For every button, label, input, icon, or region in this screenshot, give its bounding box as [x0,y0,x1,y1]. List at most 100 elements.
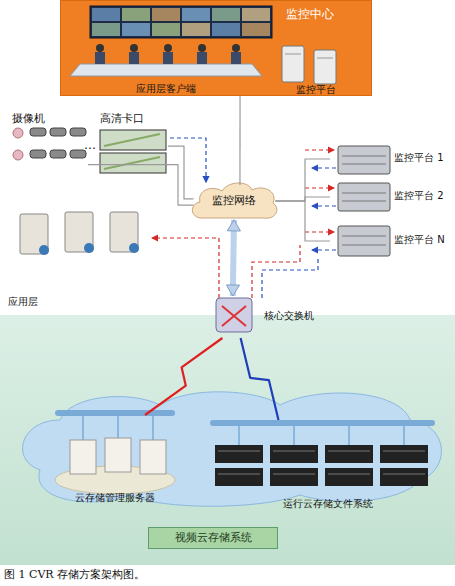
video-wall-part [122,23,150,36]
video-wall-part [92,23,120,36]
management-servers [55,438,175,494]
node-label: 运行云存储文件系统 [205,498,450,511]
video-wall-part [212,8,240,21]
app-servers-part [129,243,139,253]
camera-icons-part [70,150,86,158]
checkpoint-images-part [104,157,160,169]
checkpoint-images-part [100,130,166,150]
operator-desk [70,44,262,76]
platform-servers [338,146,390,256]
management-servers-part [105,438,131,472]
platform-servers-part [342,236,386,237]
management-servers-part [140,440,166,474]
storage-cloud-part [210,420,435,426]
node-label: 监控网络 [188,194,280,208]
operator-desk-part [197,52,207,64]
connector-line [239,96,240,185]
connector-line [168,146,194,199]
ellipsis-mark: … [84,138,98,153]
connector-line [88,165,194,206]
app-servers-part [65,212,93,252]
video-wall-part [90,6,272,38]
video-wall-part [152,8,180,21]
node-label: 监控平台 2 [394,190,455,203]
storage-arrays-part [215,468,263,486]
storage-cloud [23,392,442,506]
video-wall [90,6,272,38]
storage-arrays-part [380,445,428,463]
dataflow-dashes-part [312,205,336,206]
dataflow-dashes-part [312,249,336,250]
connector-line [275,201,330,241]
camera-icons [13,128,86,160]
video-wall-part [212,23,240,36]
storage-cloud-part [55,410,175,416]
node-label: 应用层客户端 [111,83,221,96]
node-label: 监控中心 [286,7,366,22]
camera-icons-part [13,128,23,138]
center-servers-part [317,58,333,59]
storage-arrays-part [325,445,373,463]
node-label: 核心交换机 [264,310,342,323]
operator-desk-part [129,52,139,64]
connector-line [275,197,330,201]
node-label: 视频云存储系统 [148,527,278,549]
platform-servers-part [342,193,386,194]
platform-servers-part [338,146,390,174]
app-servers-part [84,243,94,253]
camera-icons-part [50,150,66,158]
video-wall-part [92,8,120,21]
camera-icons-part [30,128,46,136]
figure-caption: 图 1 CVR 存储方案架构图。 [4,568,444,582]
storage-arrays-part [325,468,373,486]
storage-arrays-part [380,468,428,486]
camera-icons-part [50,128,66,136]
storage-arrays [215,445,428,486]
storage-arrays-part [270,468,318,486]
connector-line [275,159,330,201]
node-label: 监控平台 [266,84,366,97]
operator-desk-part [95,52,105,64]
storage-arrays-part [218,451,425,474]
connector [275,201,330,241]
connector [226,220,240,296]
checkpoint-images [100,130,166,173]
dataflow-dashes-part [170,138,206,182]
center-servers-part [285,54,301,55]
dataflow-dashes-part [152,238,219,298]
operator-desk-part [163,52,173,64]
operator-desk-part [96,44,104,52]
dataflow-dashes-part [312,167,336,168]
app-servers [20,212,139,255]
operator-desk-part [198,44,206,52]
connector [88,165,194,206]
camera-icons-part [13,150,23,160]
camera-icons-part [30,150,46,158]
connector [275,159,330,201]
video-wall-part [242,8,270,21]
storage-arrays-part [270,445,318,463]
management-servers-part [70,440,96,474]
video-wall-part [182,8,210,21]
dataflow-dashes [152,138,336,298]
video-wall-part [242,23,270,36]
operator-desk-part [130,44,138,52]
app-servers-part [20,214,48,254]
switch-icon-part [222,306,246,326]
operator-desk-part [231,52,241,64]
platform-servers-part [342,156,386,157]
node-label: 监控平台 N [394,234,455,247]
arrow-head [226,285,239,296]
dataflow-dashes-part [252,245,300,298]
platform-servers-part [342,201,386,202]
connector [275,197,330,201]
switch-icon-part [216,298,252,332]
camera-icons-part [70,128,86,136]
storage-arrays-part [215,445,263,463]
checkpoint-images-part [104,134,160,146]
connector [239,96,240,185]
operator-desk-part [164,44,172,52]
dataflow-dashes-part [305,231,334,232]
layer-label: 应用层 [8,296,68,309]
